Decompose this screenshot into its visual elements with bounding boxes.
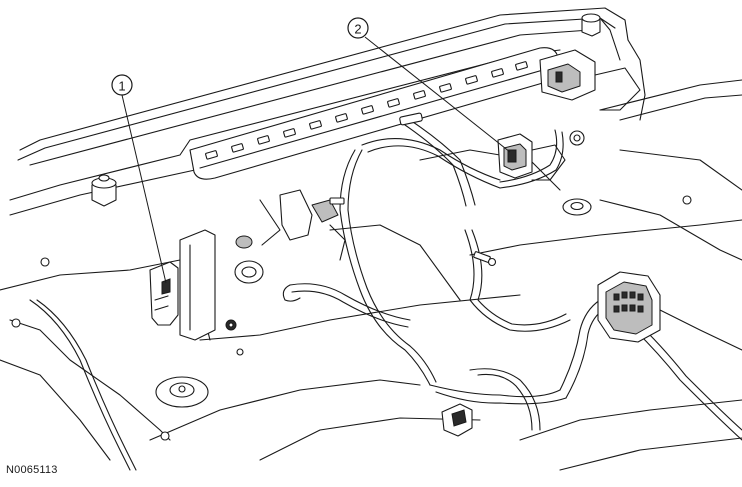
connector-large-right (597, 271, 661, 343)
frame-bolt-left (91, 174, 117, 207)
floor-small-fasteners (11, 195, 692, 441)
figure-id-label: N0065113 (6, 464, 58, 476)
seat-riser-bracket (149, 229, 216, 341)
floor-hole-right (562, 198, 592, 216)
callout-2: 2 (347, 17, 511, 153)
callout-1: 1 (111, 74, 167, 284)
recliner-mechanism (259, 189, 346, 261)
floor-hole-left (155, 376, 209, 408)
harness-clips (329, 112, 491, 263)
riser-grommet (234, 235, 264, 284)
floor-clip (441, 403, 473, 437)
connector-upper-right (539, 49, 641, 111)
callout-1-number: 1 (118, 79, 125, 94)
connector-pins (613, 291, 644, 313)
frame-bolt-right (581, 13, 601, 37)
floor-pan (0, 149, 742, 471)
callout-2-number: 2 (354, 22, 361, 37)
seat-track-rail (189, 47, 561, 180)
connector-callout-2 (497, 130, 585, 181)
riser-small-bolt (225, 319, 237, 331)
track-slot-holes (205, 61, 528, 160)
